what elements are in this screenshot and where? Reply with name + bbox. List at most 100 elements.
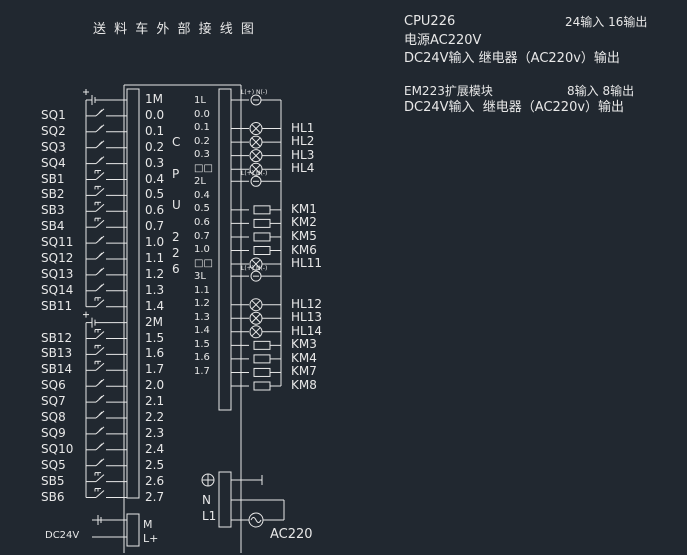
output-device-km2: KM2 — [291, 215, 317, 230]
cpu-label-char: C — [172, 135, 181, 149]
switch-contact — [95, 331, 105, 339]
input-device-sq6: SQ6 — [41, 378, 66, 393]
input-terminal-1-0: 1.0 — [145, 235, 165, 250]
input-terminal-1-5: 1.5 — [145, 330, 165, 345]
input-terminal-2-1: 2.1 — [145, 394, 165, 409]
lamp-cross — [251, 124, 261, 133]
input-device-sb13: SB13 — [41, 346, 73, 361]
power-terminal-l1: L1 — [202, 509, 217, 523]
output-terminal: 1.7 — [194, 366, 210, 377]
power-terminal-n: N — [202, 493, 211, 507]
input-device-sq7: SQ7 — [41, 394, 66, 409]
input-terminal-0-4: 0.4 — [145, 171, 165, 186]
limit-switch-mark — [98, 443, 103, 448]
switch-contact — [95, 347, 105, 355]
input-device-sq13: SQ13 — [41, 266, 74, 281]
ac-supply-wave — [250, 517, 262, 523]
output-device-hl4: HL4 — [291, 161, 315, 176]
limit-switch-mark — [98, 141, 103, 146]
output-terminal: 1.3 — [194, 311, 210, 323]
lamp-cross — [251, 137, 261, 147]
limit-switch-mark — [98, 395, 103, 400]
input-terminal-2M: 2M — [145, 314, 163, 329]
sensor-supply-block — [126, 513, 140, 547]
output-terminal: □□ — [194, 257, 213, 269]
diagram-title: 送 料 车 外 部 接 线 图 — [93, 22, 256, 37]
limit-switch-mark — [98, 236, 103, 241]
ext-model-label: EM223扩展模块 — [404, 84, 493, 98]
input-terminal-2-4: 2.4 — [145, 441, 165, 456]
switch-contact — [95, 474, 105, 482]
input-device-sq11: SQ11 — [41, 235, 74, 250]
input-device-sq14: SQ14 — [41, 282, 74, 297]
input-device-sq12: SQ12 — [41, 251, 74, 265]
input-terminal-0-1: 0.1 — [145, 123, 165, 138]
switch-contact — [95, 188, 105, 196]
switch-contact — [95, 362, 105, 371]
input-terminal-1-4: 1.4 — [145, 298, 165, 313]
supply-polarity-label: L(+) N(-) — [241, 265, 268, 273]
relay-coil-icon — [253, 205, 271, 215]
switch-contact — [95, 299, 105, 308]
output-terminal: 1.4 — [194, 325, 210, 337]
lamp-cross — [251, 300, 261, 310]
input-device-sq2: SQ2 — [41, 123, 66, 138]
output-terminal: 0.5 — [194, 203, 210, 215]
input-terminal-2-6: 2.6 — [145, 473, 165, 488]
output-terminal: 0.1 — [194, 122, 210, 134]
limit-switch-mark — [98, 125, 103, 130]
output-terminal: 1L — [194, 95, 206, 106]
input-device-sb5: SB5 — [41, 473, 65, 488]
input-device-sq9: SQ9 — [41, 425, 66, 440]
output-device-hl11: HL11 — [291, 256, 322, 271]
input-device-sb12: SB12 — [41, 330, 73, 345]
output-device-km4: KM4 — [291, 350, 317, 365]
input-terminal-2-3: 2.3 — [145, 425, 165, 440]
input-terminal-2-5: 2.5 — [145, 457, 165, 472]
cpu-label-char: 2 — [172, 246, 180, 260]
cpu-label-char: 2 — [172, 230, 180, 244]
input-terminal-0-7: 0.7 — [145, 219, 165, 234]
switch-contact — [95, 490, 105, 498]
input-device-sb1: SB1 — [41, 171, 65, 186]
relay-coil-icon — [253, 218, 271, 228]
limit-switch-mark — [98, 252, 103, 257]
input-terminal-2-2: 2.2 — [145, 410, 165, 424]
input-device-sb14: SB14 — [41, 362, 73, 377]
lamp-cross — [251, 151, 261, 161]
cpu-input-block — [126, 88, 140, 499]
dc24v-label: DC24V — [45, 530, 80, 541]
output-terminal: 1.0 — [194, 244, 210, 256]
switch-contact — [95, 203, 105, 212]
cpu-signal-label: DC24V输入 继电器（AC220v）输出 — [404, 51, 620, 66]
output-terminal: 0.6 — [194, 216, 210, 228]
input-terminal-2-7: 2.7 — [145, 489, 165, 504]
ext-signal-label: DC24V输入 继电器（AC220v）输出 — [404, 100, 625, 115]
input-terminal-1-2: 1.2 — [145, 266, 165, 281]
relay-coil-icon — [253, 340, 271, 350]
cpu-power-label: 电源AC220V — [404, 33, 482, 48]
relay-coil-icon — [253, 246, 271, 255]
ac-supply-label: AC220 — [270, 527, 313, 542]
output-device-hl1: HL1 — [291, 120, 315, 135]
input-device-sq8: SQ8 — [41, 410, 66, 424]
cpu-model-label: CPU226 — [404, 14, 456, 29]
input-terminal-1-3: 1.3 — [145, 282, 165, 297]
power-terminal-block — [218, 471, 232, 528]
output-terminal: 2L — [194, 176, 206, 188]
output-device-hl13: HL13 — [291, 310, 322, 325]
input-terminal-1M: 1M — [145, 92, 163, 106]
limit-switch-mark — [98, 157, 103, 161]
output-terminal: 0.7 — [194, 230, 210, 242]
lamp-cross — [251, 164, 261, 174]
input-terminal-0-2: 0.2 — [145, 139, 165, 154]
output-device-hl2: HL2 — [291, 134, 315, 149]
output-terminal: 0.0 — [194, 108, 210, 120]
output-terminal: 1.6 — [194, 352, 210, 364]
output-device-km3: KM3 — [291, 337, 317, 352]
input-device-sq1: SQ1 — [41, 107, 66, 122]
input-terminal-0-5: 0.5 — [145, 187, 165, 202]
output-device-km8: KM8 — [291, 378, 317, 392]
input-terminal-2-0: 2.0 — [145, 378, 165, 393]
